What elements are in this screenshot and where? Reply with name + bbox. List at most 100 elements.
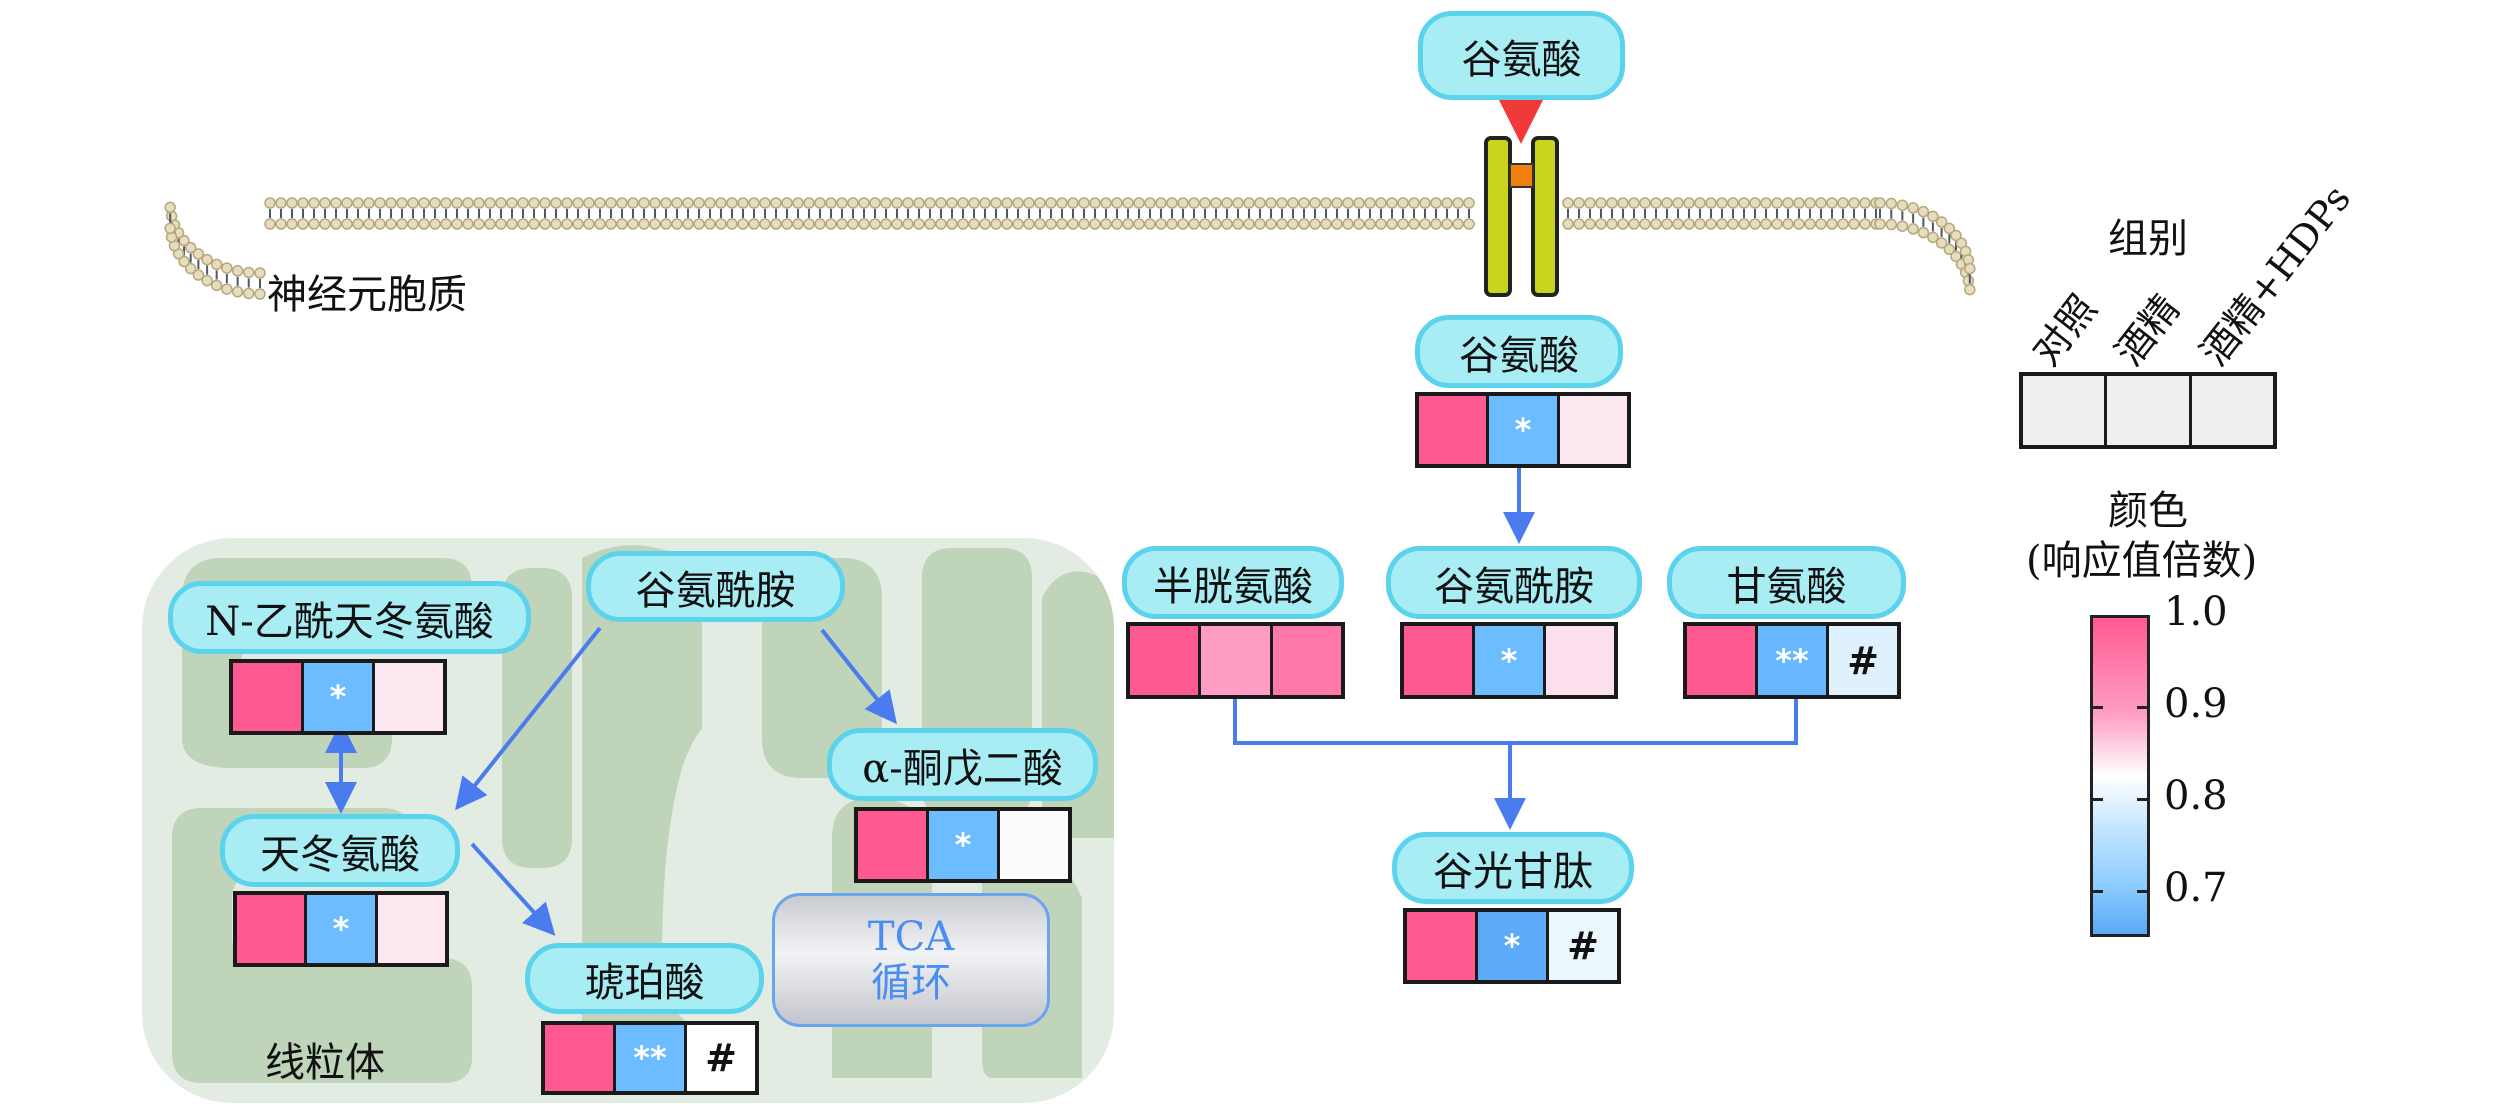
colorbar-tick-label: 1.0 (2164, 589, 2228, 635)
phospholipid-head (1705, 197, 1717, 209)
phospholipid-head (814, 218, 826, 230)
phospholipid-head (1639, 218, 1651, 230)
phospholipid-head (1210, 218, 1222, 230)
phospholipid-head (1177, 218, 1189, 230)
phospholipid-head (1907, 223, 1919, 235)
legend-cell-alcohol-hdps (2191, 376, 2273, 445)
phospholipid-head (231, 265, 244, 277)
colorbar-tick-label: 0.9 (2164, 681, 2228, 727)
phospholipid-head (737, 197, 749, 209)
phospholipid-head (550, 218, 562, 230)
phospholipid-head (1276, 197, 1288, 209)
node-label: 谷光甘肽 (1433, 849, 1593, 895)
phospholipid-head (341, 218, 353, 230)
phospholipid-head (1276, 218, 1288, 230)
phospholipid-head (869, 218, 881, 230)
phospholipid-head (1188, 197, 1200, 209)
phospholipid-head (1573, 218, 1585, 230)
phospholipid-head (164, 201, 176, 214)
phospholipid-head (748, 218, 760, 230)
phospholipid-head (275, 218, 287, 230)
phospholipid-head (836, 218, 848, 230)
legend-color-title: 颜色 (2108, 488, 2188, 534)
phospholipid-head (781, 218, 793, 230)
phospholipid-head (374, 197, 386, 209)
phospholipid-head (550, 197, 562, 209)
phospholipid-head (671, 197, 683, 209)
phospholipid-head (385, 218, 397, 230)
phospholipid-head (192, 269, 205, 281)
heatmap-cell-control (237, 895, 305, 963)
node-glutamine: 谷氨酰胺 (1386, 546, 1642, 619)
edge-gln-akg (820, 628, 897, 725)
heatmap-glutamate: * (1415, 392, 1631, 468)
phospholipid-head (1166, 197, 1178, 209)
node-label: 谷氨酰胺 (635, 567, 796, 614)
phospholipid-head (396, 218, 408, 230)
phospholipid-head (836, 197, 848, 209)
phospholipid-head (319, 218, 331, 230)
phospholipid-head (1661, 218, 1673, 230)
phospholipid-head (660, 218, 672, 230)
node-succinate: 琥珀酸 (525, 943, 764, 1014)
phospholipid-head (1917, 226, 1930, 239)
phospholipid-head (1342, 218, 1354, 230)
phospholipid-head (1452, 197, 1464, 209)
phospholipid-head (1716, 197, 1728, 209)
phospholipid-head (184, 262, 197, 275)
phospholipid-head (1122, 197, 1134, 209)
phospholipid-head (1199, 218, 1211, 230)
node-glutamate-extracellular: 谷氨酸 (1418, 11, 1625, 100)
phospholipid-head (1896, 220, 1909, 232)
phospholipid-head (1749, 218, 1761, 230)
phospholipid-head (1419, 197, 1431, 209)
phospholipid-head (1023, 218, 1035, 230)
phospholipid-head (913, 197, 925, 209)
node-label: N-乙酰天冬氨酸 (205, 598, 494, 645)
phospholipid-head (1859, 197, 1871, 209)
phospholipid-head (242, 287, 255, 300)
heatmap-cell-alcohol: ** (1758, 626, 1826, 695)
cell-membrane (164, 197, 1976, 300)
phospholipid-head (1056, 197, 1068, 209)
phospholipid-head (385, 197, 397, 209)
phospholipid-head (572, 218, 584, 230)
phospholipid-head (803, 197, 815, 209)
phospholipid-head (869, 197, 881, 209)
phospholipid-head (1463, 218, 1475, 230)
node-aspartate: 天冬氨酸 (220, 814, 460, 887)
phospholipid-head (990, 218, 1002, 230)
phospholipid-head (1144, 197, 1156, 209)
phospholipid-head (1771, 218, 1783, 230)
phospholipid-head (363, 218, 375, 230)
colorbar-tick-label: 0.7 (2164, 865, 2228, 911)
phospholipid-head (184, 241, 197, 254)
phospholipid-head (792, 197, 804, 209)
phospholipid-head (1034, 218, 1046, 230)
heatmap-cell-control (233, 663, 301, 731)
heatmap-cell-alcohol-hdps: # (1549, 912, 1617, 980)
phospholipid-head (1885, 197, 1898, 210)
heatmap-cell-alcohol-hdps (1546, 626, 1614, 695)
phospholipid-head (1874, 197, 1886, 209)
phospholipid-head (902, 218, 914, 230)
phospholipid-head (583, 218, 595, 230)
heatmap-aspartate: * (233, 891, 449, 967)
phospholipid-head (1045, 197, 1057, 209)
cytoplasm-label: 神经元胞质 (267, 272, 467, 318)
phospholipid-head (1342, 197, 1354, 209)
phospholipid-head (957, 197, 969, 209)
phospholipid-head (1210, 197, 1222, 209)
phospholipid-head (1067, 197, 1079, 209)
legend-group-title: 组别 (2108, 216, 2188, 262)
heatmap-cell-alcohol: * (1489, 396, 1557, 464)
heatmap-cell-alcohol-hdps: # (1829, 626, 1897, 695)
phospholipid-head (231, 286, 244, 298)
phospholipid-head (1896, 199, 1909, 211)
phospholipid-head (495, 218, 507, 230)
tca-label-line2: 循环 (871, 960, 951, 1006)
phospholipid-head (1243, 218, 1255, 230)
heatmap-cell-alcohol-hdps (377, 895, 445, 963)
phospholipid-head (528, 218, 540, 230)
phospholipid-head (374, 218, 386, 230)
